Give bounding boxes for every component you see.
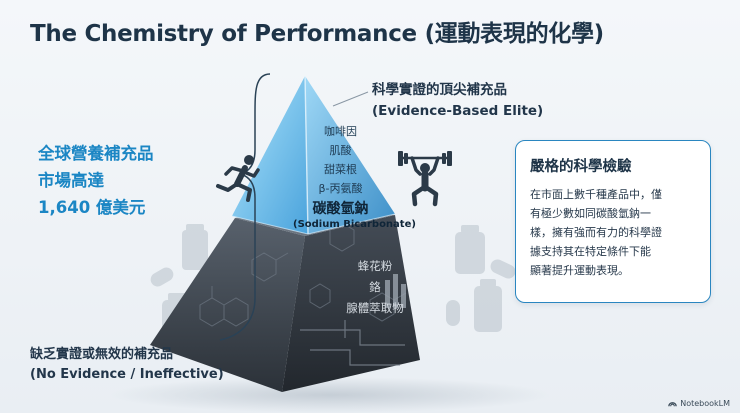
elite-item: 甜菜根 <box>324 163 357 176</box>
card-text-line: 顯著提升運動表現。 <box>530 264 629 277</box>
ineffective-supplement-list: 蜂花粉 鉻 腺體萃取物 <box>330 256 420 319</box>
highlight-item-en: (Sodium Bicarbonate) <box>293 219 416 230</box>
pyramid-base <box>150 203 420 392</box>
ineffective-label-zh: 缺乏實證或無效的補充品 <box>30 347 174 362</box>
elite-item: 咖啡因 <box>324 125 357 138</box>
market-line-2: 市場高達 <box>38 171 104 190</box>
notebooklm-logo-icon <box>668 402 677 407</box>
brand-watermark: NotebookLM <box>668 399 730 408</box>
elite-label-zh: 科學實證的頂尖補充品 <box>372 82 507 98</box>
market-line-1: 全球營養補充品 <box>38 144 154 163</box>
card-text-line: 樣，擁有強而有力的科學證 <box>530 226 662 239</box>
ineffective-item: 蜂花粉 <box>357 259 393 273</box>
ineffective-label-en: (No Evidence / Ineffective) <box>30 367 224 382</box>
highlight-item-zh: 碳酸氫鈉 <box>312 201 369 217</box>
market-size-callout: 全球營養補充品 市場高達 1,640 億美元 <box>38 140 188 221</box>
scientific-scrutiny-card: 嚴格的科學檢驗 在市面上數千種產品中，僅 有極少數如同碳酸氫鈉一 樣，擁有強而有… <box>515 140 711 303</box>
card-title: 嚴格的科學檢驗 <box>530 159 632 175</box>
elite-supplement-list: 咖啡因 肌酸 甜菜根 β-丙氨酸 碳酸氫鈉 (Sodium Bicarbonat… <box>293 122 416 232</box>
connector-lines <box>332 91 369 107</box>
elite-label-en: (Evidence-Based Elite) <box>372 103 544 119</box>
pyramid-shadow <box>110 377 550 413</box>
page-title: The Chemistry of Performance (運動表現的化學) <box>30 21 604 47</box>
runner-icon <box>216 155 260 202</box>
elite-item: β-丙氨酸 <box>318 182 363 195</box>
card-text-line: 有極少數如同碳酸氫鈉一 <box>530 207 651 220</box>
elite-tier-label: 科學實證的頂尖補充品 (Evidence-Based Elite) <box>372 80 543 122</box>
card-text-line: 據支持其在特定條件下能 <box>530 245 651 258</box>
ineffective-item: 鉻 <box>369 280 381 294</box>
market-line-3: 1,640 億美元 <box>38 198 146 217</box>
weightlifter-icon <box>398 151 452 207</box>
ineffective-tier-label: 缺乏實證或無效的補充品 (No Evidence / Ineffective) <box>30 345 224 385</box>
elite-item: 肌酸 <box>329 144 352 157</box>
card-text-line: 在市面上數千種產品中，僅 <box>530 188 662 201</box>
brand-name: NotebookLM <box>680 399 730 408</box>
ineffective-item: 腺體萃取物 <box>346 301 404 315</box>
